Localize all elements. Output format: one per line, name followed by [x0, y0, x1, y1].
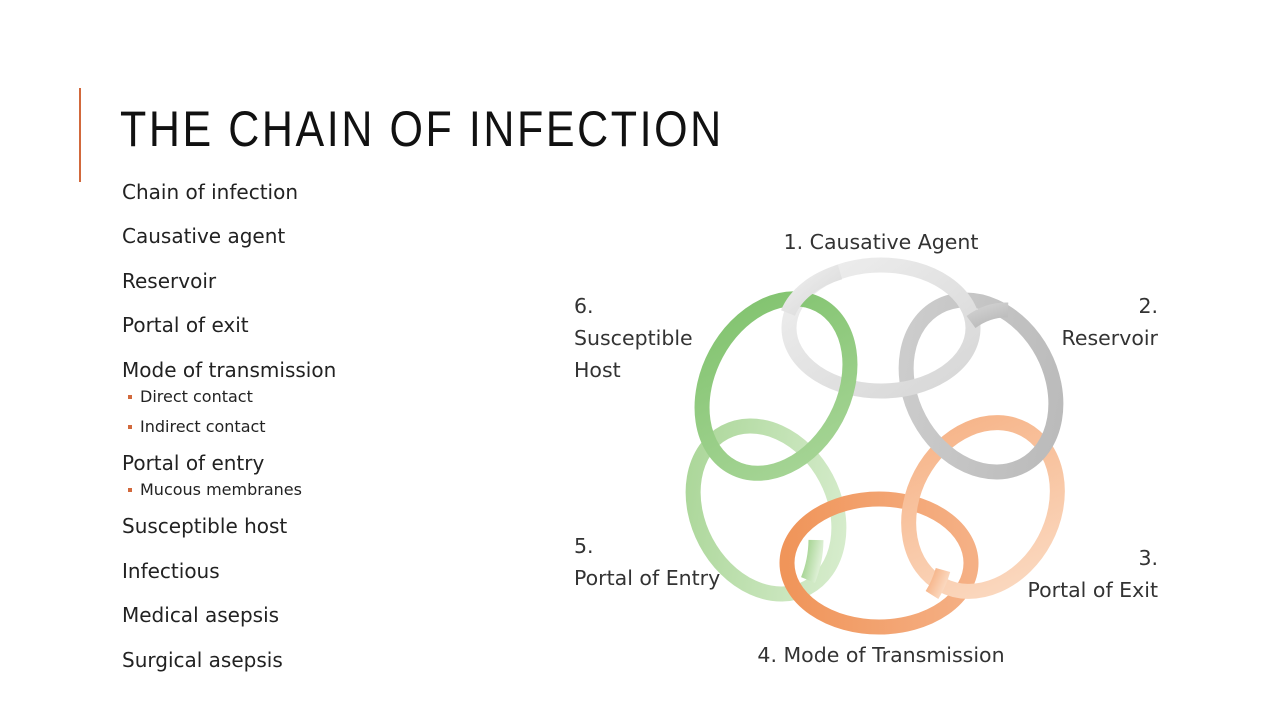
bullet-item: Infectious [122, 558, 220, 583]
bullet-item: Surgical asepsis [122, 647, 283, 672]
bullet-item: Medical asepsis [122, 603, 280, 628]
chain-link-causative-agent [781, 257, 981, 399]
bullet-item: Mode of transmission [122, 357, 337, 382]
bullet-list: Chain of infection Causative agent Reser… [122, 178, 522, 690]
bullet-item: Chain of infection [122, 180, 299, 204]
bullet-item: Reservoir [122, 268, 217, 293]
bullet-item: Causative agent [122, 224, 286, 249]
chain-link-overlap-segment [800, 539, 824, 583]
label-causative-agent: 1. Causative Agent [784, 230, 979, 254]
bullet-item: Portal of exit [122, 313, 249, 338]
label-portal-of-exit-number: 3. [1138, 546, 1158, 570]
sub-bullet-group: Mucous membranes [122, 480, 522, 500]
label-portal-of-entry-number: 5. [574, 534, 594, 558]
chain-link-overlap-segment [781, 264, 843, 317]
sub-bullet-item: Direct contact [122, 387, 522, 407]
chain-link-susceptible-host [694, 291, 858, 481]
label-susceptible-host-name: Susceptible [574, 326, 693, 350]
label-portal-of-entry-name: Portal of Entry [574, 566, 720, 590]
label-portal-of-exit-name: Portal of Exit [1027, 578, 1158, 602]
sub-bullet-item: Mucous membranes [122, 480, 522, 500]
bullet-item: Portal of entry [122, 450, 265, 475]
sub-bullet-group: Direct contact Indirect contact [122, 387, 522, 437]
title-accent-bar [79, 88, 81, 182]
label-susceptible-host-name-line2: Host [574, 358, 621, 382]
sub-bullet-item: Indirect contact [122, 417, 522, 437]
label-susceptible-host-number: 6. [574, 294, 594, 318]
chain-link-reservoir [898, 292, 1064, 480]
label-reservoir-name: Reservoir [1062, 326, 1159, 350]
label-mode-of-transmission: 4. Mode of Transmission [757, 643, 1004, 667]
label-reservoir-number: 2. [1138, 294, 1158, 318]
slide-title: THE CHAIN OF INFECTION [120, 101, 724, 157]
chain-of-infection-diagram: 1. Causative Agent 2. Reservoir 3. Porta… [574, 230, 1159, 667]
chain-link-overlap-segment [925, 567, 951, 599]
chain-link-portal-of-entry [685, 418, 847, 602]
chain-link-mode-of-transmission [779, 491, 979, 635]
chain-link-overlap-segment [966, 302, 1009, 329]
bullet-item: Susceptible host [122, 514, 288, 539]
